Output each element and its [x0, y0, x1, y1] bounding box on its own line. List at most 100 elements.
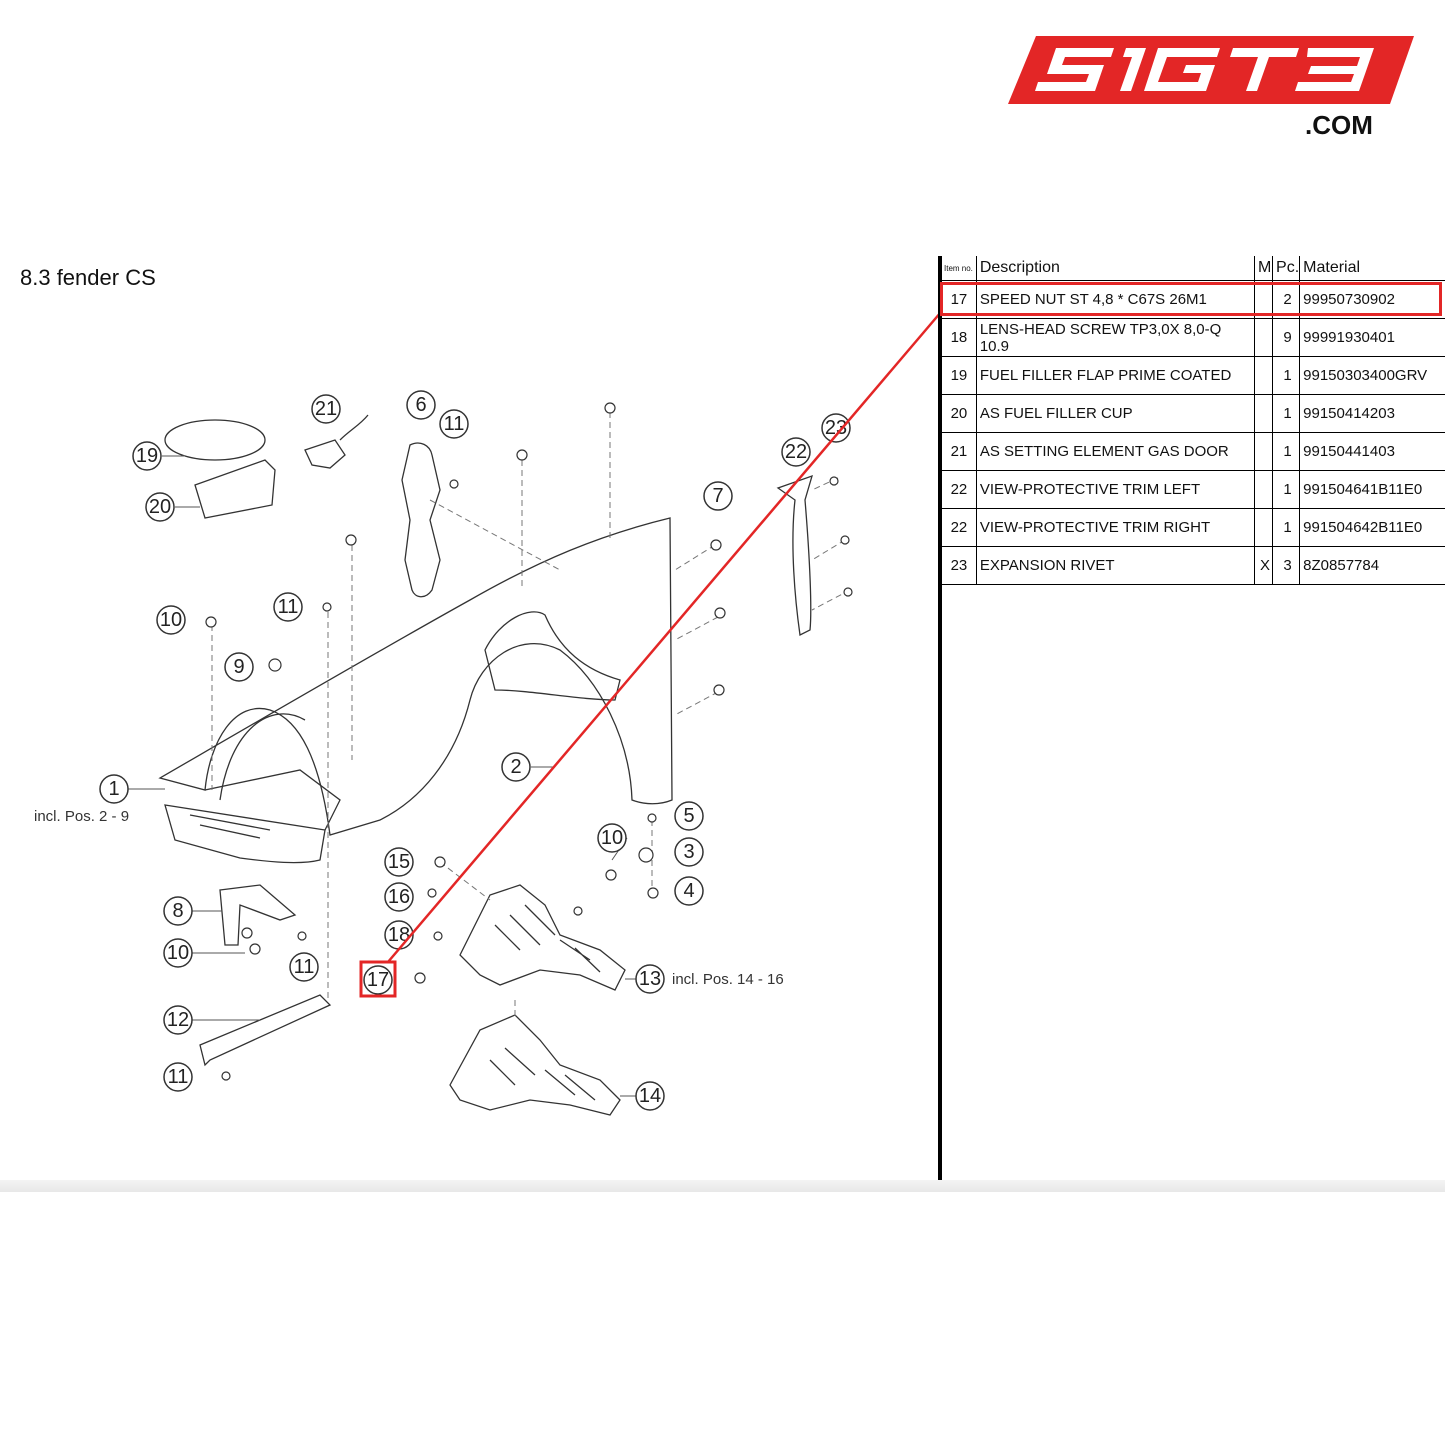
- page-bottom-edge: [0, 1180, 1445, 1192]
- logo-domain: .COM: [1305, 110, 1373, 140]
- highlight-row-17: [940, 282, 1442, 316]
- col-m: M: [1254, 256, 1273, 281]
- exploded-diagram: 1 2 3 4 5 6 7 8 9 10 10 10 11 11 11 11 1…: [34, 311, 942, 1116]
- incl-note-13: incl. Pos. 14 - 16: [672, 971, 784, 988]
- callout-text: 20: [149, 496, 171, 518]
- callout-6: [406, 390, 436, 420]
- table-row[interactable]: 23 EXPANSION RIVET X 3 8Z0857784: [942, 546, 1445, 585]
- callout-text: 12: [167, 1009, 189, 1031]
- cell-description: SPEED NUT ST 4,8 * C67S 26M1: [975, 280, 1255, 319]
- callout-11a: [273, 592, 303, 622]
- cell-material: 99150441403: [1299, 432, 1445, 471]
- cell-description: AS FUEL FILLER CUP: [975, 394, 1255, 433]
- cell-pc: 1: [1272, 432, 1300, 471]
- callout-2: [501, 752, 531, 782]
- callout-text: 3: [683, 841, 694, 863]
- callout-text: 11: [444, 413, 465, 435]
- cell-pc: 1: [1272, 470, 1300, 509]
- setting-element: [304, 439, 346, 469]
- protective-trim: [776, 474, 813, 636]
- callout-13: [635, 964, 665, 994]
- brand-logo: [1008, 36, 1414, 104]
- callout-14: [635, 1081, 665, 1111]
- bracket-8: [219, 884, 297, 946]
- cell-item: 19: [942, 356, 977, 395]
- table-row[interactable]: 22 VIEW-PROTECTIVE TRIM LEFT 1 991504641…: [942, 470, 1445, 509]
- callout-10c: [597, 823, 627, 853]
- callout-text: 4: [683, 880, 694, 902]
- col-pc: Pc.: [1272, 256, 1300, 281]
- cell-pc: 9: [1272, 318, 1300, 357]
- callout-text: 16: [388, 886, 410, 908]
- callout-20: [145, 492, 175, 522]
- callout-text: 5: [683, 805, 694, 827]
- cell-material: 99150303400GRV: [1299, 356, 1445, 395]
- cell-m: [1254, 508, 1273, 547]
- callout-text: 11: [278, 596, 299, 618]
- callout-text: 10: [167, 942, 189, 964]
- cell-item: 21: [942, 432, 977, 471]
- callout-text: 15: [388, 851, 410, 873]
- parts-table: Item no. Description M Pc. Material 17 S…: [942, 256, 1445, 585]
- callout-12: [163, 1005, 193, 1035]
- cell-pc: 1: [1272, 356, 1300, 395]
- cell-description: AS SETTING ELEMENT GAS DOOR: [975, 432, 1255, 471]
- table-row[interactable]: 19 FUEL FILLER FLAP PRIME COATED 1 99150…: [942, 356, 1445, 395]
- cell-m: [1254, 394, 1273, 433]
- callout-11d: [163, 1062, 193, 1092]
- cell-pc: 1: [1272, 508, 1300, 547]
- cell-item: 18: [942, 318, 977, 357]
- callout-5: [674, 801, 704, 831]
- cell-description: LENS-HEAD SCREW TP3,0X 8,0-Q 10.9: [975, 318, 1255, 357]
- cell-material: 8Z0857784: [1299, 546, 1445, 585]
- fuel-filler-flap: [164, 419, 266, 461]
- callout-11b: [439, 409, 469, 439]
- cell-pc: 3: [1272, 546, 1300, 585]
- cell-m: X: [1254, 546, 1273, 585]
- callout-text: 13: [639, 968, 661, 990]
- callout-text: 19: [136, 445, 158, 467]
- incl-note-1: incl. Pos. 2 - 9: [34, 808, 129, 825]
- callout-17: [363, 965, 393, 995]
- callout-text: 2: [510, 756, 521, 778]
- cell-m: [1254, 280, 1273, 319]
- table-row[interactable]: 17 SPEED NUT ST 4,8 * C67S 26M1 2 999507…: [942, 280, 1445, 319]
- cell-description: FUEL FILLER FLAP PRIME COATED: [975, 356, 1255, 395]
- table-row[interactable]: 22 VIEW-PROTECTIVE TRIM RIGHT 1 99150464…: [942, 508, 1445, 547]
- callout-text: 17: [367, 969, 389, 991]
- page-title: 8.3 fender CS: [20, 265, 156, 290]
- callout-text: 7: [712, 485, 723, 507]
- callout-8: [163, 896, 193, 926]
- callout-15: [384, 847, 414, 877]
- col-material: Material: [1299, 256, 1445, 281]
- table-row[interactable]: 20 AS FUEL FILLER CUP 1 99150414203: [942, 394, 1445, 433]
- cell-item: 22: [942, 508, 977, 547]
- cell-material: 991504642B11E0: [1299, 508, 1445, 547]
- col-description: Description: [975, 256, 1255, 281]
- callout-text: 23: [825, 417, 847, 439]
- callout-11c: [289, 952, 319, 982]
- cell-item: 22: [942, 470, 977, 509]
- cell-item: 20: [942, 394, 977, 433]
- table-row[interactable]: 21 AS SETTING ELEMENT GAS DOOR 1 9915044…: [942, 432, 1445, 471]
- callout-23: [821, 413, 851, 443]
- callout-text: 11: [294, 956, 315, 978]
- cell-material: 99991930401: [1299, 318, 1445, 357]
- callout-9: [224, 652, 254, 682]
- table-divider: [938, 256, 942, 1190]
- callout-19: [132, 441, 162, 471]
- cell-pc: 1: [1272, 394, 1300, 433]
- callout-10b: [163, 938, 193, 968]
- fuel-filler-cup: [194, 459, 276, 519]
- cell-m: [1254, 356, 1273, 395]
- cell-m: [1254, 318, 1273, 357]
- callout-text: 8: [172, 900, 183, 922]
- col-item-no: Item no.: [944, 263, 973, 273]
- cell-description: VIEW-PROTECTIVE TRIM RIGHT: [975, 508, 1255, 547]
- callout-text: 22: [785, 441, 807, 463]
- cell-material: 991504641B11E0: [1299, 470, 1445, 509]
- cell-material: 99150414203: [1299, 394, 1445, 433]
- cell-m: [1254, 432, 1273, 471]
- strut-12: [199, 994, 332, 1067]
- table-row[interactable]: 18 LENS-HEAD SCREW TP3,0X 8,0-Q 10.9 9 9…: [942, 318, 1445, 357]
